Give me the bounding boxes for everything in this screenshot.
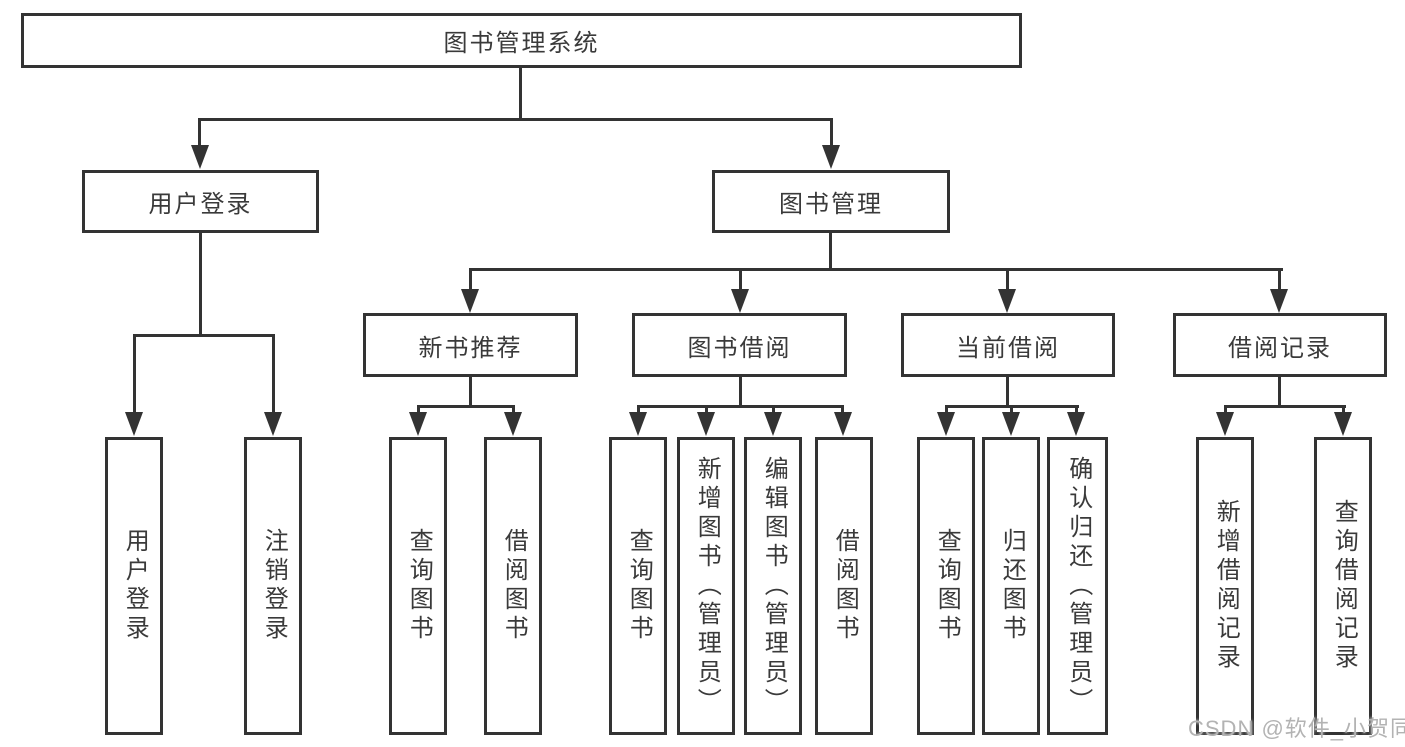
connector-line	[469, 377, 472, 408]
arrowhead-down-icon	[697, 412, 715, 436]
connector-line	[469, 268, 472, 291]
connector-line	[637, 405, 640, 414]
connector-line	[705, 405, 708, 414]
connector-line	[198, 118, 201, 146]
leaf-label: 编辑图书（管理员）	[760, 455, 788, 717]
connector-line	[637, 405, 844, 408]
arrowhead-down-icon	[461, 289, 479, 313]
connector-line	[1224, 405, 1227, 414]
arrowhead-down-icon	[731, 289, 749, 313]
arrowhead-down-icon	[1002, 412, 1020, 436]
node-label: 图书管理	[779, 191, 883, 218]
leaf-add-books-admin: 新增图书（管理员）	[677, 437, 735, 735]
node-library-management-system: 图书管理系统	[21, 13, 1022, 68]
leaf-label: 新增图书（管理员）	[693, 455, 721, 717]
connector-line	[198, 118, 833, 121]
connector-line	[519, 68, 522, 121]
leaf-label: 查询图书	[625, 528, 653, 644]
leaf-query-books: 查询图书	[389, 437, 447, 735]
arrowhead-down-icon	[409, 412, 427, 436]
node-label: 图书借阅	[687, 334, 792, 362]
connector-line	[1278, 377, 1281, 408]
connector-line	[1010, 405, 1013, 414]
arrowhead-down-icon	[834, 412, 852, 436]
connector-line	[830, 118, 833, 146]
node-label: 图书管理系统	[443, 30, 600, 57]
connector-line	[772, 405, 775, 414]
connector-line	[199, 233, 202, 337]
leaf-label: 查询借阅记录	[1330, 499, 1358, 673]
leaf-query-books-2: 查询图书	[609, 437, 667, 735]
connector-line	[272, 334, 275, 412]
connector-line	[1006, 268, 1009, 291]
arrowhead-down-icon	[629, 412, 647, 436]
leaf-logout: 注销登录	[244, 437, 302, 735]
node-label: 借阅记录	[1228, 334, 1332, 362]
arrowhead-down-icon	[1334, 412, 1352, 436]
node-new-book-recommend: 新书推荐	[363, 313, 578, 377]
arrowhead-down-icon	[125, 412, 143, 436]
node-current-borrow: 当前借阅	[901, 313, 1115, 377]
csdn-watermark: CSDN @软件_小贺同学	[1188, 716, 1405, 741]
arrowhead-down-icon	[191, 145, 209, 169]
node-user-login: 用户登录	[82, 170, 319, 233]
leaf-user-login: 用户登录	[105, 437, 163, 735]
connector-line	[945, 405, 948, 414]
leaf-query-books-3: 查询图书	[917, 437, 975, 735]
leaf-confirm-return-admin: 确认归还（管理员）	[1047, 437, 1108, 735]
node-label: 用户登录	[148, 191, 253, 218]
leaf-label: 新增借阅记录	[1212, 499, 1240, 673]
leaf-label: 归还图书	[998, 528, 1026, 644]
leaf-borrow-books-2: 借阅图书	[815, 437, 873, 735]
connector-line	[829, 232, 832, 271]
connector-line	[1006, 377, 1009, 408]
connector-line	[417, 405, 420, 414]
arrowhead-down-icon	[1270, 289, 1288, 313]
arrowhead-down-icon	[822, 145, 840, 169]
connector-line	[133, 334, 275, 337]
leaf-label: 确认归还（管理员）	[1064, 455, 1092, 717]
connector-line	[417, 405, 515, 408]
arrowhead-down-icon	[264, 412, 282, 436]
leaf-borrow-books: 借阅图书	[484, 437, 542, 735]
arrowhead-down-icon	[998, 289, 1016, 313]
leaf-label: 查询图书	[405, 528, 433, 644]
leaf-edit-books-admin: 编辑图书（管理员）	[744, 437, 802, 735]
leaf-return-books: 归还图书	[982, 437, 1040, 735]
arrowhead-down-icon	[764, 412, 782, 436]
leaf-label: 查询图书	[933, 528, 961, 644]
arrowhead-down-icon	[504, 412, 522, 436]
leaf-label: 注销登录	[260, 528, 288, 644]
leaf-query-borrow-record: 查询借阅记录	[1314, 437, 1372, 735]
connector-line	[1342, 405, 1345, 414]
arrowhead-down-icon	[1216, 412, 1234, 436]
node-book-management: 图书管理	[712, 170, 950, 233]
node-book-borrow: 图书借阅	[632, 313, 847, 377]
connector-line	[133, 334, 136, 412]
connector-line	[1278, 268, 1281, 291]
connector-line	[739, 377, 742, 408]
node-label: 当前借阅	[956, 334, 1060, 362]
node-label: 新书推荐	[418, 334, 523, 362]
leaf-add-borrow-record: 新增借阅记录	[1196, 437, 1254, 735]
connector-line	[469, 268, 1283, 271]
leaf-label: 借阅图书	[831, 528, 859, 644]
leaf-label: 借阅图书	[500, 528, 528, 644]
arrowhead-down-icon	[937, 412, 955, 436]
connector-line	[841, 405, 844, 414]
connector-line	[739, 268, 742, 291]
connector-line	[512, 405, 515, 414]
connector-line	[1075, 405, 1078, 414]
connector-line	[1224, 405, 1346, 408]
arrowhead-down-icon	[1067, 412, 1085, 436]
node-borrow-records: 借阅记录	[1173, 313, 1387, 377]
leaf-label: 用户登录	[121, 528, 149, 644]
